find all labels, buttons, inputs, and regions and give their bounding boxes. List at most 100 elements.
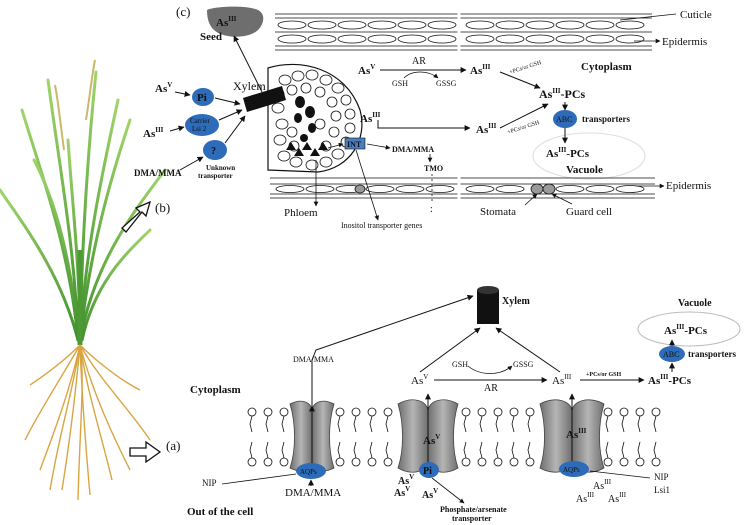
carrier-lsi2-oval: Carrier Lsi 2 — [185, 114, 219, 136]
dma-mma-top-2: DMA/MMA — [392, 145, 434, 154]
stomata-pointer — [524, 193, 538, 206]
rice-plant-illustration — [0, 59, 167, 501]
gssg-label-bottom: GSSG — [513, 360, 534, 369]
arrow-asv-to-pi — [174, 90, 191, 97]
epidermis-bottom-label: Epidermis — [666, 180, 711, 192]
transporters-label-top: transporters — [582, 114, 630, 124]
channel-pi-transporter — [397, 399, 459, 473]
svg-text:?: ? — [211, 146, 216, 157]
asv-membrane-label: AsV — [423, 433, 440, 447]
aspcs-vacuole-top: AsIII-PCs — [546, 146, 590, 160]
svg-text:Pi: Pi — [197, 92, 207, 104]
gsh-label-bottom: GSH — [452, 360, 468, 369]
callout-arrow-b — [121, 200, 152, 233]
unknown-transporter-label-2: transporter — [198, 172, 233, 180]
tmo-dots: : — [430, 204, 433, 215]
bottom-epidermis-cells — [275, 185, 645, 193]
vacuole-ellipse-top — [532, 132, 646, 180]
asiii-out-1: AsIII — [593, 478, 612, 492]
asiii-top-1: AsIII — [470, 63, 491, 77]
gsh-label-top: GSH — [392, 79, 408, 88]
rice-roots — [24, 344, 151, 501]
callout-arrow-a — [129, 440, 162, 464]
rice-panicles — [54, 59, 96, 151]
arrow-pi-to-xylem — [214, 97, 241, 106]
pi-oval-bottom: Pi — [419, 462, 439, 478]
top-epidermis-cells — [277, 20, 645, 44]
xylem-cylinder-bottom — [477, 286, 499, 324]
svg-text:Lsi 2: Lsi 2 — [192, 125, 207, 133]
stomata-shapes — [354, 183, 556, 195]
arrow-xylem-to-seed — [233, 35, 263, 93]
arrow-dma-to-unknown — [179, 156, 204, 171]
phosphate-pointer — [431, 477, 465, 504]
vacuole-ellipse-bottom — [637, 311, 741, 347]
epidermis-top-label: Epidermis — [662, 36, 707, 48]
asv-out-3: AsV — [422, 487, 438, 501]
asiii-out-2: AsIII — [576, 491, 595, 505]
asiii-bottom: AsIII — [552, 373, 572, 387]
aqps-oval-left: AQPs — [296, 463, 326, 479]
svg-text:Carrier: Carrier — [190, 117, 210, 125]
svg-text:ABC: ABC — [663, 350, 679, 359]
arrow-asiii-to-pcs-2 — [499, 103, 549, 129]
seed-label: Seed — [200, 31, 222, 43]
seed-species-text: AsIII — [216, 15, 237, 29]
phosphate-label-2: transporter — [452, 514, 492, 523]
svg-text:AQPs: AQPs — [563, 466, 580, 474]
arrow-carrier-to-xylem — [218, 109, 243, 121]
asiii-inflow: AsIII — [143, 126, 164, 140]
arrow-asiii-cell2 — [377, 120, 471, 131]
arrow-asv-to-xylem — [419, 327, 481, 373]
transporters-label-bottom: transporters — [688, 349, 736, 359]
cuticle-label: Cuticle — [680, 9, 712, 21]
top-epidermis-band — [275, 12, 652, 52]
asiii-top-2: AsIII — [476, 122, 497, 136]
asiii-cell2: AsIII — [360, 111, 381, 125]
tmo-label: TMO — [424, 164, 443, 173]
membrane-bilayer — [247, 407, 661, 467]
aspcs-top-1: AsIII-PCs — [539, 87, 586, 101]
asiii-out-3: AsIII — [608, 491, 627, 505]
nip-right-pointer — [589, 470, 651, 479]
guard-cell-label: Guard cell — [566, 206, 612, 218]
nip-right-label: NIP — [654, 472, 669, 482]
panel-label-a: (a) — [166, 438, 180, 453]
aspcs-vacuole-bottom: AsIII-PCs — [664, 323, 708, 337]
svg-text:ABC: ABC — [556, 115, 572, 124]
arrow-asiii-to-pcs-1 — [499, 71, 541, 89]
arrow-asiii-to-xylem — [495, 327, 561, 373]
lipid-tails — [249, 415, 657, 459]
arrow-unknown-to-xylem — [224, 115, 246, 144]
abc-transporter-oval-top: ABC — [553, 110, 577, 128]
lsi1-label: Lsi1 — [654, 485, 670, 495]
root-dark-cells — [294, 96, 316, 142]
pcs-gsh-label-bottom: +PCs/or GSH — [586, 372, 621, 378]
root-cells — [271, 69, 356, 171]
aqps-oval-right: AQPs — [559, 461, 589, 477]
svg-text:AQPs: AQPs — [300, 468, 317, 476]
vacuole-label-bottom: Vacuole — [678, 298, 712, 309]
abc-transporter-oval-bottom: ABC — [659, 346, 685, 362]
unknown-transporter-label-1: Unknown — [206, 164, 235, 172]
panel-label-b: (b) — [155, 200, 170, 215]
phosphate-label-1: Phosphate/arsenate — [440, 505, 507, 514]
phloem-triangles — [286, 142, 328, 156]
arrow-int-to-dma — [366, 143, 391, 150]
gsh-gssg-arc-top — [403, 71, 439, 79]
seed-shape: AsIII — [207, 6, 264, 37]
arrow-phloem-to-int — [327, 142, 344, 149]
vacuole-label-top: Vacuole — [566, 164, 603, 176]
arrow-asiii-to-carrier — [169, 125, 185, 132]
xylem-block — [243, 86, 286, 112]
bottom-epidermis-band — [270, 176, 655, 200]
guard-cell-pointer — [551, 193, 573, 205]
cuticle-pointer — [619, 13, 677, 21]
gsh-gssg-arc-bottom — [467, 365, 513, 374]
svg-text:INT: INT — [347, 140, 362, 149]
lipid-heads-bottom — [247, 457, 661, 467]
panel-label-c: (c) — [176, 4, 190, 19]
arrow-dma-to-xylem — [311, 294, 474, 406]
channel-aqp-right — [539, 399, 605, 473]
